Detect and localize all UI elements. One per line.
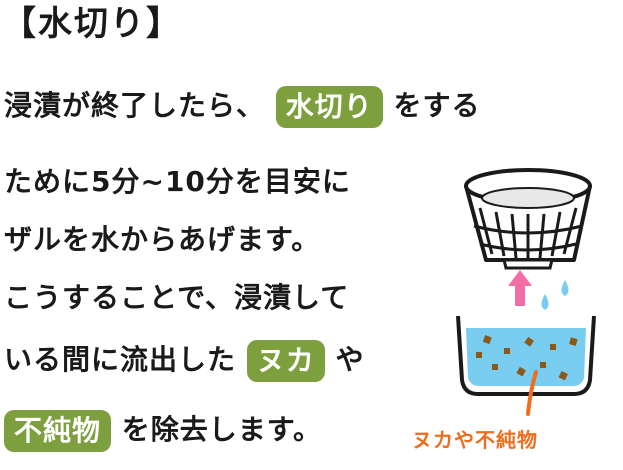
text-line-6: 不純物 を除去します。 [4,410,322,452]
pointer-line [526,370,538,416]
text-line-3: ザルを水からあげます。 [4,223,321,256]
illustration-caption: ヌカや不純物 [412,428,538,452]
text-segment: を除去します。 [121,413,322,446]
water-drop-icon [541,280,569,310]
draining-illustration [456,168,596,416]
colander-icon [464,168,592,270]
text-line-1: 浸漬が終了したら、 水切り をする [4,86,481,128]
text-segment: をする [393,89,481,122]
text-line-5: いる間に流出した ヌカ や [4,340,365,382]
section-title: 【水切り】 [2,4,182,44]
bowl-icon [456,315,596,396]
highlight-tag-nuka: ヌカ [246,340,325,382]
up-arrow-icon [508,270,532,306]
text-segment: 浸漬が終了したら、 [4,89,266,122]
text-line-4: こうすることで、浸漬して [4,281,350,314]
text-segment: いる間に流出した [4,343,237,376]
text-line-2: ために5分~10分を目安に [4,165,351,198]
text-segment: や [335,343,365,376]
highlight-tag-impurities: 不純物 [4,410,112,452]
highlight-tag-mizukiri: 水切り [275,86,383,128]
